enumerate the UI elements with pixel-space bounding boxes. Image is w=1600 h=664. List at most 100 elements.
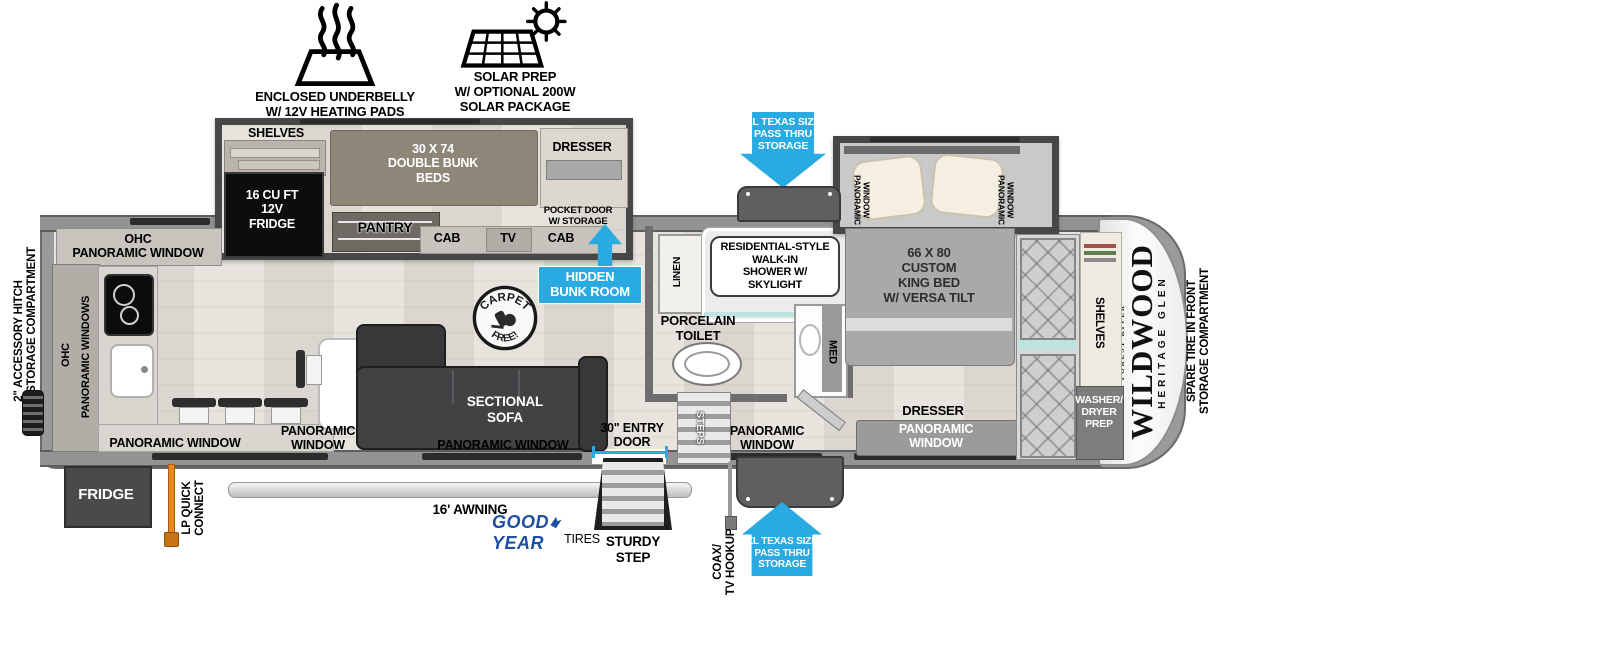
svg-text:CARPET: CARPET (478, 291, 532, 312)
cooktop (104, 274, 154, 336)
coax-connector (725, 516, 737, 530)
stool-back (218, 398, 262, 407)
pano-window-label: PANORAMIC WINDOW (109, 436, 241, 450)
shower-label: RESIDENTIAL-STYLE WALK-IN SHOWER W/ SKYL… (710, 236, 840, 297)
solar-feature: SOLAR PREP W/ OPTIONAL 200W SOLAR PACKAG… (435, 0, 595, 115)
bunk-fridge-label: 16 CU FT 12V FRIDGE (245, 188, 299, 231)
bunk-beds (330, 130, 538, 206)
step-treads (602, 462, 664, 526)
washer-dryer-area (1076, 386, 1124, 460)
underbelly-label: ENCLOSED UNDERBELLY W/ 12V HEATING PADS (255, 89, 415, 119)
door-latch (830, 497, 834, 501)
toilet-bowl-icon (684, 351, 730, 377)
window-strip (422, 453, 582, 460)
stool-seat (225, 407, 255, 424)
coax-cable (728, 462, 732, 520)
faucet-icon (141, 366, 148, 373)
bedroom-dresser (856, 420, 1018, 456)
med-label: MED (826, 340, 839, 364)
lp-label: LP QUICK CONNECT (181, 480, 207, 536)
pass-thru-bottom-arrow: XL TEXAS SIZE PASS THRU STORAGE (742, 502, 822, 576)
bunk-shelves (224, 140, 326, 176)
bunk-dresser-label: DRESSER (552, 140, 612, 154)
pass-thru-top-label: XL TEXAS SIZE PASS THRU STORAGE (745, 116, 821, 153)
heating-pad-icon (294, 2, 376, 86)
underbelly-feature: ENCLOSED UNDERBELLY W/ 12V HEATING PADS (255, 2, 415, 120)
window-strip (870, 137, 1020, 142)
pano-window-label: PANORAMIC WINDOW (280, 424, 356, 453)
hidden-bunk-label: HIDDEN BUNK ROOM (538, 266, 642, 304)
wingfoot-icon (550, 516, 562, 529)
exterior-fridge-label: FRIDGE (78, 486, 134, 503)
sectional-sofa-seat (356, 366, 600, 450)
sturdy-step (594, 458, 672, 530)
ohc-window-label: OHC PANORAMIC WINDOW (72, 232, 204, 261)
sofa-cushion-line (518, 370, 520, 404)
entry-measure-tick (665, 446, 668, 458)
sofa-label: SECTIONAL SOFA (466, 394, 544, 425)
stool-back (264, 398, 308, 407)
wardrobe-teal-shelf (1018, 340, 1076, 350)
stool-back (172, 398, 216, 407)
front-shelves-label: SHELVES (1093, 297, 1106, 349)
pano-window-label: PANORAMIC WINDOW (437, 438, 569, 452)
pass-thru-top-arrow: XL TEXAS SIZE PASS THRU STORAGE (740, 112, 826, 188)
tv-cabinet (486, 228, 532, 252)
awning-label: 16' AWNING (432, 502, 508, 517)
sofa-cushion-line (452, 370, 454, 404)
carpet-free-top-text: CARPET (478, 291, 532, 312)
pocket-door-label: POCKET DOOR W/ STORAGE (543, 205, 613, 227)
bar-stool (172, 398, 216, 424)
cab-label: CAB (547, 231, 575, 245)
stool-seat (271, 407, 301, 424)
bunk-fridge (224, 172, 324, 258)
accessory-hitch-icon (22, 390, 44, 436)
carpet-free-bottom-text: FREE! (489, 329, 521, 344)
bath-wall (645, 226, 653, 402)
window-strip (854, 453, 1054, 460)
exterior-fridge (64, 466, 152, 528)
pantry-shelf-line (338, 238, 432, 240)
bunk-dresser-front (546, 160, 622, 180)
wardrobe-mirror-door (1020, 354, 1076, 458)
med-door (822, 306, 842, 392)
entry-measure-tick (592, 446, 595, 458)
bedroom-dresser-label: DRESSER (902, 403, 964, 418)
bunk-shelf-line (230, 148, 320, 158)
door-latch (828, 192, 832, 196)
brand-label: WILDWOOD (1124, 244, 1159, 440)
chair-seat (306, 355, 322, 385)
bed-pillow (929, 152, 1005, 220)
awning-bar (228, 482, 692, 498)
goodyear-good-label: GOOD (492, 512, 550, 532)
toilet-label: PORCELAIN TOILET (660, 313, 736, 343)
bunk-shelves-label: SHELVES (247, 126, 305, 140)
island-chair (296, 350, 322, 388)
washer-dryer-label: WASHER/ DRYER PREP (1075, 394, 1123, 431)
spare-tire-label: SPARE TIRE IN FRONT STORAGE COMPARTMENT (1186, 268, 1212, 414)
tv-label: TV (500, 231, 516, 245)
goodyear-tires-label: TIRES (564, 532, 600, 546)
bar-stool (264, 398, 308, 424)
lp-connector (168, 464, 175, 536)
chair-back (296, 350, 305, 388)
kitchen-sink (110, 344, 154, 398)
ohc-vertical-label: OHC (60, 343, 72, 367)
wall-segment (1057, 215, 1110, 232)
entry-door-label: 30" ENTRY DOOR (600, 421, 664, 450)
linen-label: LINEN (671, 256, 683, 288)
shelf-items (1084, 258, 1116, 262)
pantry-label: PANTRY (357, 219, 413, 235)
door-latch (746, 192, 750, 196)
pano-window-vertical-label: PANORAMIC WINDOW (852, 175, 872, 225)
burner-icon (113, 284, 135, 306)
sturdy-step-label: STURDY STEP (605, 534, 661, 565)
king-bed-label: 66 X 80 CUSTOM KING BED W/ VERSA TILT (883, 245, 975, 305)
shelf-items (1084, 244, 1116, 248)
king-bed (845, 228, 1015, 366)
vacuum-icon (491, 310, 516, 329)
window-strip (152, 453, 328, 460)
pano-window-vertical-label: PANORAMIC WINDOW (996, 175, 1016, 225)
bunk-beds-label: 30 X 74 DOUBLE BUNK BEDS (387, 142, 479, 185)
pano-window-label: PANORAMIC WINDOW (898, 422, 974, 451)
